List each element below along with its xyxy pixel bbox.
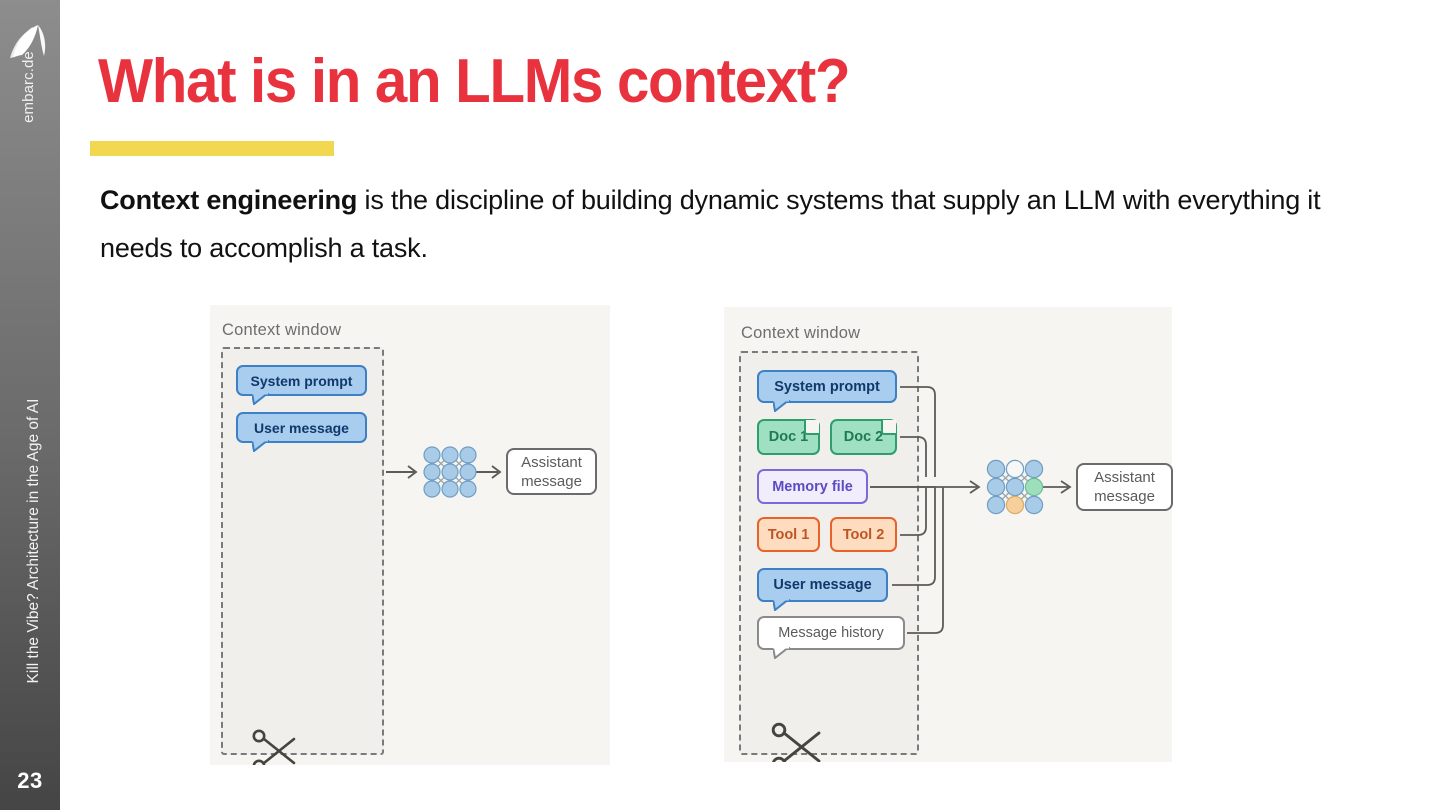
- assistant-line-1: Assistant: [521, 453, 582, 471]
- doc-fold-icon: [881, 420, 896, 435]
- sidebar: embarc.de Kill the Vibe? Architecture in…: [0, 0, 60, 810]
- assistant-line-2: message: [1094, 488, 1155, 505]
- chip-system-prompt-right[interactable]: System prompt: [757, 370, 897, 412]
- chip-label: User message: [773, 577, 872, 593]
- bubble-tail-icon: [252, 393, 270, 405]
- page-title: What is in an LLMs context?: [98, 47, 851, 116]
- accent-bar: [90, 141, 334, 156]
- chip-label: System prompt: [774, 378, 880, 395]
- sidebar-deck-title: Kill the Vibe? Architecture in the Age o…: [25, 398, 42, 684]
- chip-user-message-right[interactable]: User message: [757, 568, 888, 611]
- sidebar-brand: embarc.de: [20, 51, 37, 123]
- chip-label: Doc 2: [843, 429, 884, 445]
- bubble-tail-icon: [773, 400, 791, 412]
- chip-doc-2[interactable]: Doc 2: [830, 419, 897, 455]
- body-emphasis: Context engineering: [100, 185, 358, 215]
- chip-doc-1[interactable]: Doc 1: [757, 419, 820, 455]
- chip-label: System prompt: [250, 372, 353, 389]
- assistant-message-box-left[interactable]: Assistant message: [506, 448, 597, 495]
- assistant-line-2: message: [521, 472, 582, 490]
- context-window-label-left: Context window: [222, 321, 342, 339]
- chip-label: User message: [254, 419, 349, 436]
- chip-system-prompt-left[interactable]: System prompt: [236, 365, 367, 405]
- bubble-tail-icon: [773, 599, 791, 611]
- assistant-message-box-right[interactable]: Assistant message: [1076, 463, 1173, 511]
- body-rest: is the discipline of building dynamic sy…: [100, 185, 1321, 263]
- chip-label: Doc 1: [768, 429, 809, 445]
- chip-message-history[interactable]: Message history: [757, 616, 905, 659]
- chip-label: Tool 2: [842, 526, 885, 543]
- embarc-sail-logo-icon: [8, 22, 52, 62]
- body-paragraph: Context engineering is the discipline of…: [100, 176, 1370, 272]
- page-number: 23: [17, 768, 43, 793]
- assistant-line-1: Assistant: [1094, 469, 1155, 486]
- context-window-box-right: [739, 351, 919, 755]
- chip-user-message-left[interactable]: User message: [236, 412, 367, 452]
- diagram-right: Context window System prompt Doc 1 Doc 2…: [724, 307, 1173, 762]
- context-window-box-left: [221, 347, 384, 755]
- chip-tool-2[interactable]: Tool 2: [830, 517, 897, 552]
- chip-label: Memory file: [772, 478, 853, 495]
- context-window-label-right: Context window: [741, 324, 861, 342]
- bubble-tail-icon: [252, 440, 270, 452]
- chip-tool-1[interactable]: Tool 1: [757, 517, 820, 552]
- chip-memory-file[interactable]: Memory file: [757, 469, 868, 504]
- chip-label: Message history: [778, 625, 884, 641]
- bubble-tail-icon: [773, 647, 791, 659]
- chip-label: Tool 1: [767, 526, 810, 543]
- diagram-left: Context window System prompt User messag…: [210, 305, 610, 765]
- doc-fold-icon: [804, 420, 819, 435]
